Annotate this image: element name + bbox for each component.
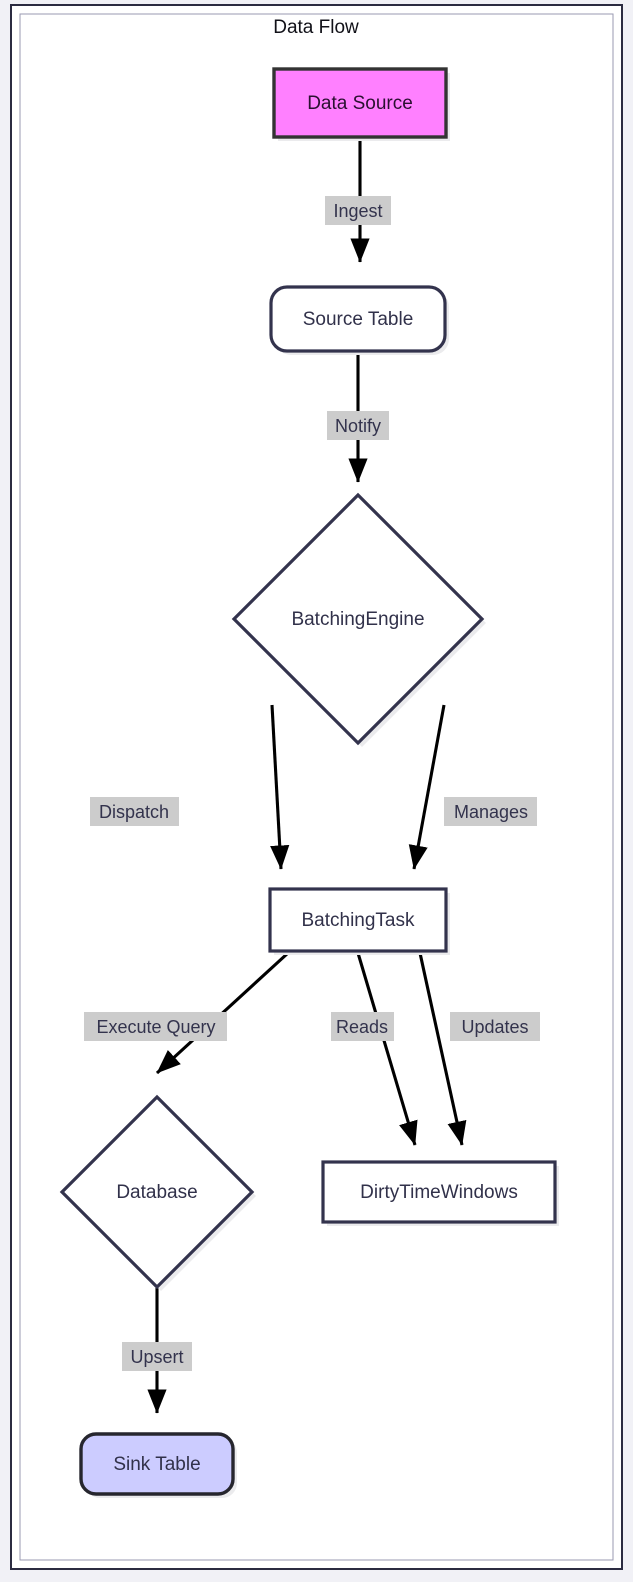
node-source-table-label: Source Table bbox=[303, 309, 414, 330]
edge-reads bbox=[356, 952, 418, 1146]
node-batching-task-label: BatchingTask bbox=[301, 910, 415, 931]
page-title: Data Flow bbox=[273, 17, 359, 38]
edge-label-upsert-text: Upsert bbox=[130, 1347, 183, 1367]
node-sink-table-label: Sink Table bbox=[113, 1454, 200, 1475]
edge-label-dispatch-text: Dispatch bbox=[99, 802, 169, 822]
edge-label-execute-query-text: Execute Query bbox=[96, 1017, 215, 1037]
node-data-source-label: Data Source bbox=[307, 93, 413, 114]
node-batching-engine[interactable]: BatchingEngine bbox=[231, 492, 486, 747]
diagram-frame-inner bbox=[19, 13, 614, 1561]
node-source-table[interactable]: Source Table bbox=[269, 285, 449, 355]
edge-label-updates: Updates bbox=[450, 1012, 540, 1041]
edge-label-notify: Notify bbox=[327, 411, 389, 440]
edge-label-upsert: Upsert bbox=[122, 1342, 192, 1371]
edge-label-reads-text: Reads bbox=[336, 1017, 388, 1037]
edge-label-updates-text: Updates bbox=[461, 1017, 528, 1037]
node-data-source[interactable]: Data Source bbox=[272, 67, 450, 141]
edge-label-ingest: Ingest bbox=[325, 196, 391, 225]
edge-updates bbox=[418, 952, 467, 1146]
node-dirty-time-windows[interactable]: DirtyTimeWindows bbox=[321, 1160, 559, 1226]
node-database[interactable]: Database bbox=[59, 1094, 256, 1291]
edge-manages bbox=[408, 704, 446, 870]
edge-label-ingest-text: Ingest bbox=[333, 201, 382, 221]
node-batching-engine-label: BatchingEngine bbox=[291, 609, 424, 630]
node-batching-task[interactable]: BatchingTask bbox=[268, 887, 450, 955]
edge-label-notify-text: Notify bbox=[335, 416, 381, 436]
node-dirty-time-windows-label: DirtyTimeWindows bbox=[360, 1182, 518, 1203]
diagram-frame bbox=[10, 4, 623, 1570]
edge-dispatch bbox=[270, 704, 290, 870]
node-sink-table[interactable]: Sink Table bbox=[79, 1432, 237, 1498]
edge-label-manages-text: Manages bbox=[454, 802, 528, 822]
edge-label-reads: Reads bbox=[331, 1012, 394, 1041]
edge-label-execute-query: Execute Query bbox=[84, 1012, 227, 1041]
edge-label-dispatch: Dispatch bbox=[90, 797, 179, 826]
edge-label-manages: Manages bbox=[444, 797, 537, 826]
node-database-label: Database bbox=[116, 1182, 197, 1203]
